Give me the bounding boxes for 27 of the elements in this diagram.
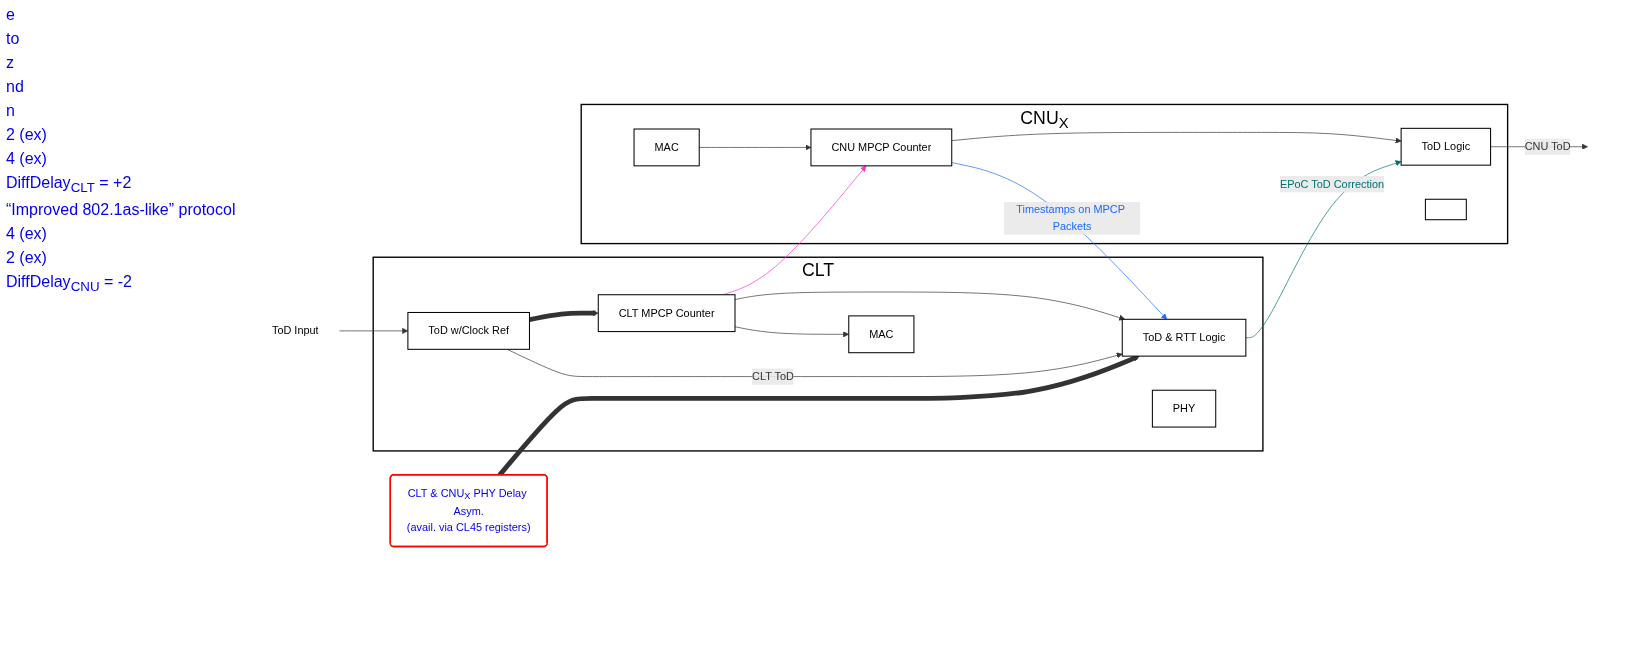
node-text: ToD Input [271,324,319,336]
node-box [1424,198,1467,220]
note-text: nd [6,78,25,96]
node-box: PHY [1151,389,1217,428]
note-text: DiffDelay$_{CLT}$ = +2 [6,174,133,196]
note-text: 2 (ex) [6,249,48,268]
note-text: e [6,6,16,24]
node-box: CLT MPCP Counter [597,293,736,332]
edge-label: Timestamps on MPCP Packets [1016,203,1125,232]
edge-label: CLT ToD [752,369,794,382]
note-text: 4 (ex) [6,150,48,168]
note-text: 4 (ex) [6,225,48,244]
node-box: MAC [848,314,915,353]
note-text: z [6,54,15,72]
arrow [529,309,599,322]
note-text: to [6,30,21,48]
node-box: ToD & RTT Logic [1121,318,1247,357]
node-box: ToD Logic [1400,127,1492,166]
note-text: “Improved 802.1as-like” protocol [6,201,236,220]
note-text: 2 (ex) [6,126,48,144]
edge-label: EPoC ToD Correction [1279,177,1385,190]
node-box: MAC [633,128,700,166]
edge-label: CNU ToD [1524,140,1571,152]
node-box: CNU MPCP Counter [810,128,953,166]
node-box: ToD w/Clock Ref [407,311,530,350]
note-text: DiffDelay$_{CNU}$ = -2 [6,273,133,295]
note-text: n [6,102,16,120]
